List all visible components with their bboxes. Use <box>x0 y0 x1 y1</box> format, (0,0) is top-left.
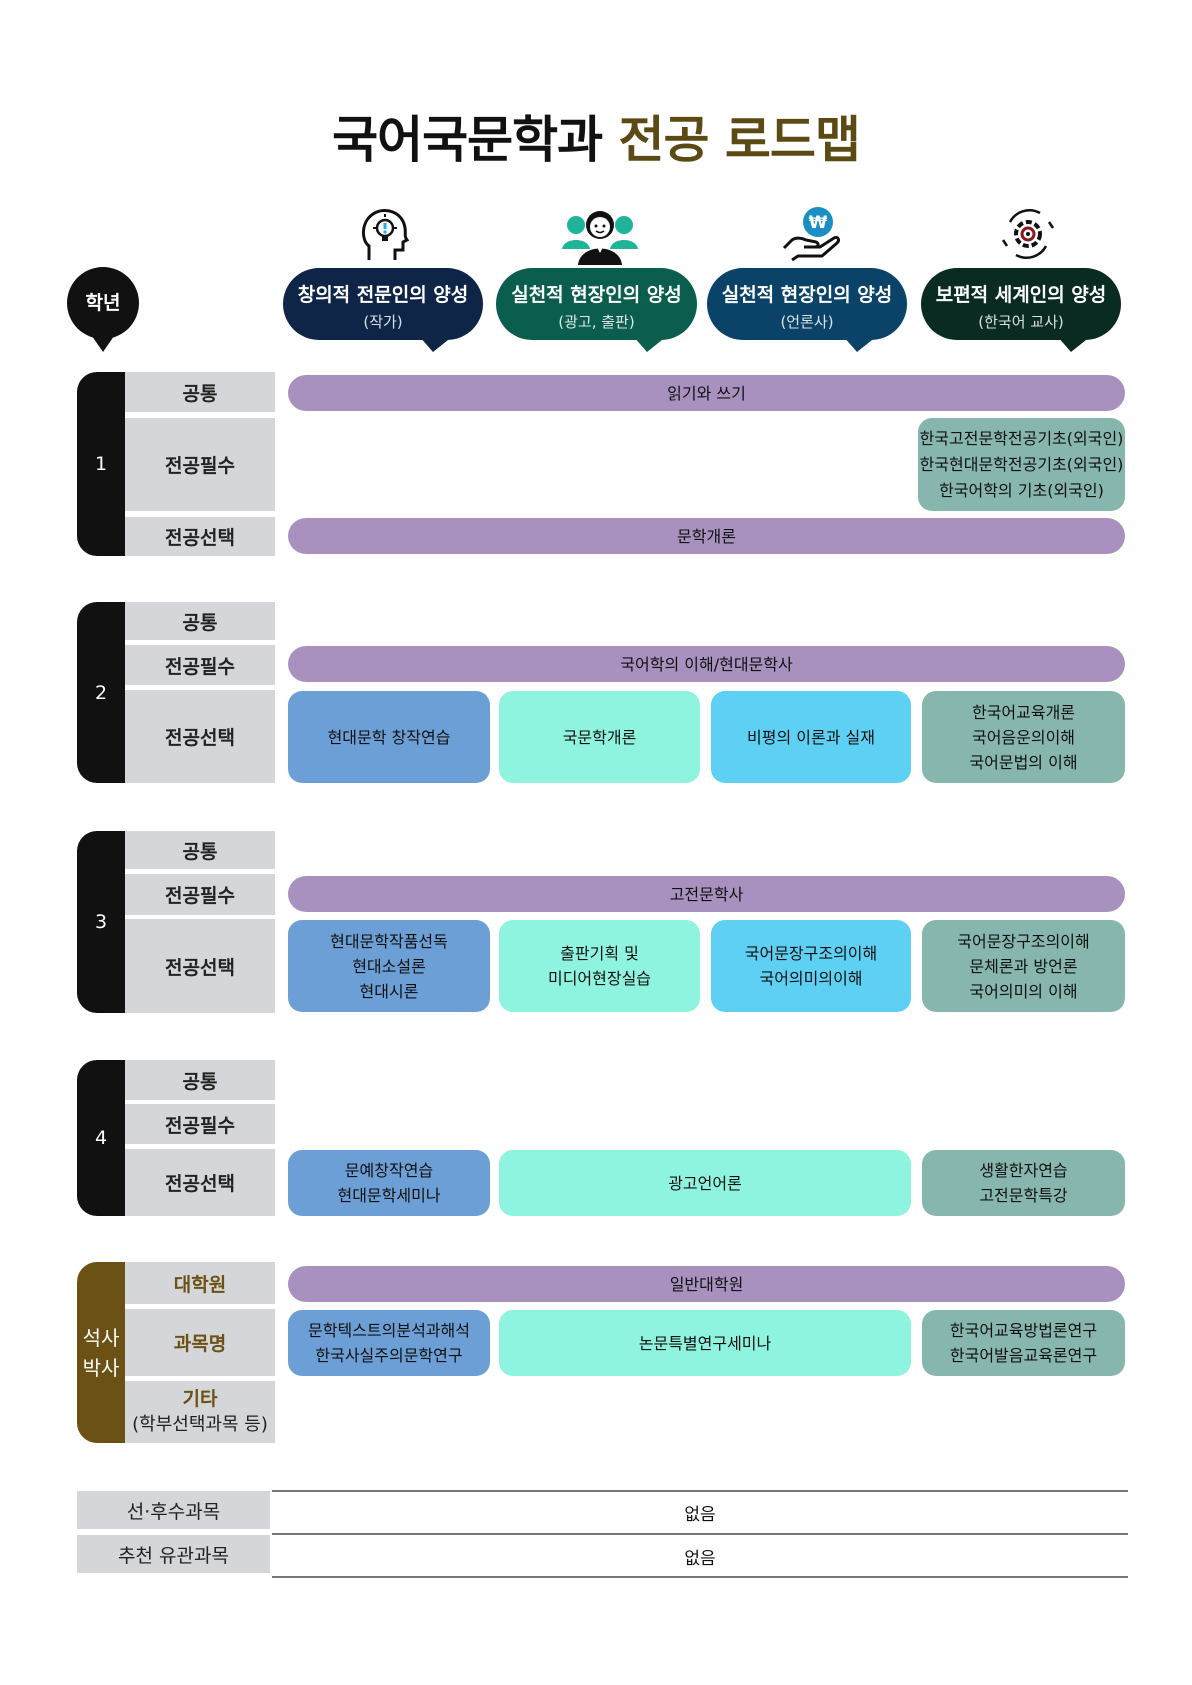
svg-text:₩: ₩ <box>809 213 828 233</box>
course-elective-y4-global: 생활한자연습 고전문학특강 <box>922 1150 1125 1216</box>
year-4-bar: 4 <box>77 1060 125 1216</box>
row-label-required: 전공필수 <box>125 1104 275 1144</box>
graduate-bar: 석사 박사 <box>77 1262 125 1443</box>
row-label-required: 전공필수 <box>125 874 275 915</box>
track-subtitle: (광고, 출판) <box>558 313 635 331</box>
graduate-course-global: 한국어교육방법론연구 한국어발음교육론연구 <box>922 1310 1125 1376</box>
lightbulb-head-icon <box>362 209 410 260</box>
graduate-course-creative: 문학텍스트의분석과해석 한국사실주의문학연구 <box>288 1310 490 1376</box>
team-people-icon <box>562 211 638 265</box>
grade-badge-tail <box>85 326 121 352</box>
course-elective-y4-ad-press: 광고언어론 <box>499 1150 911 1216</box>
course-elective-y3-global: 국어문장구조의이해 문체론과 방언론 국어의미의 이해 <box>922 920 1125 1012</box>
row-label-elective: 전공선택 <box>125 690 275 783</box>
course-required-y3: 고전문학사 <box>288 876 1125 912</box>
course-elective-y3-press: 국어문장구조의이해 국어의미의이해 <box>711 920 911 1012</box>
track-bubble-practical-ad: 실천적 현장인의 양성 (광고, 출판) <box>496 268 697 352</box>
course-common-y1: 읽기와 쓰기 <box>288 375 1125 411</box>
course-elective-y4-creative: 문예창작연습 현대문학세미나 <box>288 1150 490 1216</box>
divider <box>272 1533 1128 1535</box>
course-elective-y2-creative: 현대문학 창작연습 <box>288 691 490 783</box>
related-courses-value: 없음 <box>684 1549 716 1569</box>
course-required-y1: 한국고전문학전공기초(외국인) 한국현대문학전공기초(외국인) 한국어학의 기초… <box>918 418 1125 511</box>
title-part1: 국어국문학과 <box>332 111 603 169</box>
money-hand-icon: ₩ <box>782 207 840 262</box>
gear-cycle-icon <box>1001 209 1055 259</box>
row-label-graduate-school: 대학원 <box>125 1262 275 1304</box>
track-title: 보편적 세계인의 양성 <box>935 284 1107 306</box>
course-elective-y1: 문학개론 <box>288 518 1125 554</box>
year-1-bar: 1 <box>77 372 125 556</box>
course-elective-y3-ad: 출판기획 및 미디어현장실습 <box>499 920 700 1012</box>
track-bubble-practical-press: 실천적 현장인의 양성 (언론사) <box>707 268 907 352</box>
row-label-common: 공통 <box>125 1060 275 1100</box>
track-title: 창의적 전문인의 양성 <box>297 284 469 306</box>
track-subtitle: (언론사) <box>780 313 834 331</box>
course-elective-y3-creative: 현대문학작품선독 현대소설론 현대시론 <box>288 920 490 1012</box>
title-part2: 전공 로드맵 <box>618 111 861 169</box>
course-elective-y2-press: 비평의 이론과 실재 <box>711 691 911 783</box>
year-2-bar: 2 <box>77 602 125 783</box>
track-subtitle: (한국어 교사) <box>978 313 1064 331</box>
page-title: 국어국문학과 전공 로드맵 <box>0 100 1192 172</box>
row-label-elective: 전공선택 <box>125 517 275 556</box>
row-label-required: 전공필수 <box>125 418 275 511</box>
row-label-course-name: 과목명 <box>125 1309 275 1376</box>
row-label-required: 전공필수 <box>125 645 275 685</box>
prerequisite-value: 없음 <box>684 1505 716 1525</box>
row-label-elective: 전공선택 <box>125 1149 275 1216</box>
track-title: 실천적 현장인의 양성 <box>721 284 893 306</box>
row-label-common: 공통 <box>125 372 275 412</box>
track-subtitle: (작가) <box>363 313 403 331</box>
divider <box>272 1490 1128 1492</box>
course-required-y2: 국어학의 이해/현대문학사 <box>288 646 1125 682</box>
year-3-bar: 3 <box>77 831 125 1013</box>
divider <box>272 1576 1128 1578</box>
prerequisite-label: 선·후수과목 <box>77 1491 270 1529</box>
graduate-course-seminar: 논문특별연구세미나 <box>499 1310 911 1376</box>
row-label-elective: 전공선택 <box>125 919 275 1013</box>
track-bubble-creative: 창의적 전문인의 양성 (작가) <box>283 268 483 352</box>
row-label-etc: 기타 (학부선택과목 등) <box>125 1381 275 1443</box>
graduate-school-bar: 일반대학원 <box>288 1266 1125 1302</box>
track-title: 실천적 현장인의 양성 <box>511 284 682 306</box>
related-courses-label: 추천 유관과목 <box>77 1535 270 1573</box>
course-elective-y2-ad: 국문학개론 <box>499 691 700 783</box>
track-bubble-global: 보편적 세계인의 양성 (한국어 교사) <box>921 268 1121 352</box>
course-elective-y2-global: 한국어교육개론 국어음운의이해 국어문법의 이해 <box>922 691 1125 783</box>
row-label-common: 공통 <box>125 602 275 640</box>
row-label-common: 공통 <box>125 831 275 869</box>
